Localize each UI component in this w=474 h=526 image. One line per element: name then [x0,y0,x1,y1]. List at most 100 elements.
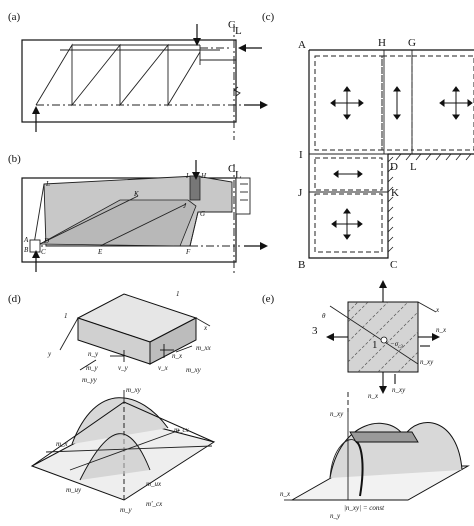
node-c-B: B [298,259,305,271]
break-mark-a [233,86,241,97]
yield-muy-label: m_uy [66,486,82,494]
shear-vy: v_y [118,364,129,372]
panel-e: (e) x θ 3 1 −σc3 n_x n_xy n_x [262,280,470,520]
beam-b-outline [21,177,237,263]
sigma-main: −σ [390,340,399,348]
panel-c: (c) [262,11,474,271]
outer-boundary-c [308,50,474,259]
yield-mx-label: m_x [56,440,69,448]
yield-e-cylinder [329,421,463,479]
node-c-G: G [408,37,416,49]
panel-a-label: (a) [8,11,21,23]
node-b-A: A [23,236,29,244]
force-nx-label: n_x [436,326,447,334]
node-c-A: A [298,39,306,51]
shear-vx: v_x [158,364,169,372]
yield-e-nxy-label: n_xy [330,410,344,418]
cl-c-b: C [228,163,235,175]
strut-KD [39,195,139,245]
yield-e-nx-label: n_x [280,490,291,498]
panel-d: (d) x y 1 1 m_y m_yy m_xx n_y n_x v_y v_… [8,290,216,514]
yield-e-const-label: |n_xy| = const [344,504,385,512]
yield-mcy-label: m'_cx [146,500,163,508]
panel-b: (b) C L L K I H J [8,153,268,276]
dir-1-label: 1 [372,339,378,351]
stress-horizontal-4 [333,170,363,178]
stress-block-b [235,177,251,215]
node-b-C: C [41,248,46,256]
region-JKCB [314,193,383,253]
node-b-H: H [200,172,207,180]
panel-a: (a) C L [8,11,268,140]
moment-mxy: m_xy [186,366,202,374]
arrowhead-left-e [326,333,334,341]
load-plate-b [189,175,201,201]
hatching-c [387,153,472,253]
y-axis-d [59,317,79,351]
node-b-B: B [24,246,29,254]
stress-cross-5 [331,208,363,240]
stress-cross-1 [330,86,364,120]
arrowhead-top-e [379,280,387,288]
tension-arrowhead-b [260,242,268,250]
dim-d-1: 1 [176,290,180,298]
node-b-J: J [183,202,187,210]
force-ny: n_y [88,350,99,358]
node-b-F: F [185,248,191,256]
node-b-G: G [200,210,205,218]
dir-3-label: 3 [312,325,318,337]
arrowhead-bottom-e [379,386,387,394]
cl-c-a: C [228,19,235,31]
beam-a-outline [21,39,237,123]
yield-e-bold-curve [355,441,364,497]
node-b-E: E [97,248,103,256]
beam-a-truss [35,43,201,107]
force-nx: n_x [172,352,183,360]
stress-cross-3 [439,86,473,120]
center-node [380,336,388,344]
force-nxy2-label: n_xy [392,386,406,394]
yield-mcx-label: m_cx [174,426,190,434]
dim-d-2: 1 [64,312,68,320]
yield-e-ny-label: n_y [330,512,341,520]
support-arrowhead-b [32,250,40,258]
moment-myy: m_yy [82,376,98,384]
cl-l-b: L [235,169,242,181]
force-nxy-label: n_xy [420,358,434,366]
strut-JE [99,203,187,247]
direction-3 [329,305,419,365]
yield-mux-label: m_ux [146,480,162,488]
x-axis-e [417,301,437,313]
fan-region-b [38,199,197,247]
node-c-L: L [410,161,417,173]
region-IDKJ [314,157,383,191]
theta-label: θ [322,312,326,320]
node-c-K: K [391,187,399,199]
load-arrowhead-a [193,38,201,46]
plate-side-face [149,317,197,365]
node-b-I: I [185,172,189,180]
panel-c-label: (c) [262,11,275,23]
plate-vectors [79,344,193,371]
x-axis-d [195,317,211,327]
arrowhead-right-e [432,333,440,341]
strut-GF [189,211,199,247]
element-hatching [347,301,419,373]
support-b [29,239,41,253]
node-b-K: K [133,190,139,198]
yield-my-label: m_y [120,506,133,514]
strut-LA [33,183,45,245]
moment-my: m_y [86,364,99,372]
yield-mxy-label: m_xy [126,386,142,394]
panel-e-label: (e) [262,293,275,305]
cl-l-a: L [235,25,242,37]
moment-mxx: m_xx [196,344,212,352]
load-arrowhead-b [192,172,200,180]
yield-e-top-flat [349,431,419,443]
force-nx2-label: n_x [368,392,379,400]
node-c-D: D [390,161,398,173]
panel-b-label: (b) [8,153,21,165]
y-axis-d-label: y [47,350,52,358]
node-b-D: D [43,237,49,245]
